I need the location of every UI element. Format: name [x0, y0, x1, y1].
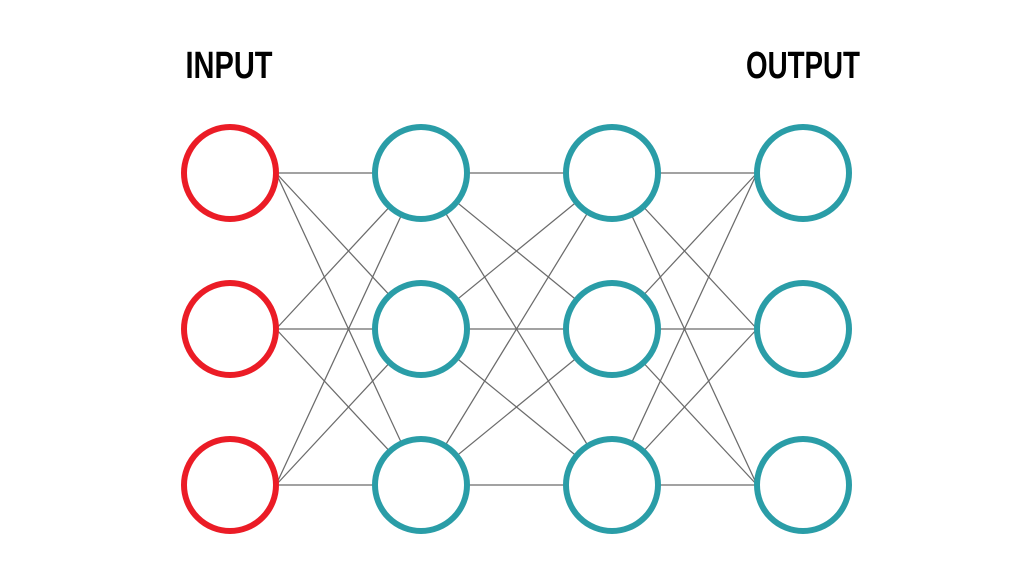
output-label: OUTPUT — [746, 45, 860, 87]
hidden-layer-2-node — [563, 280, 661, 378]
output-layer-node — [754, 124, 852, 222]
hidden-layer-1-node — [372, 124, 470, 222]
input-layer-node — [181, 280, 279, 378]
output-layer-node — [754, 436, 852, 534]
edges-group — [275, 172, 758, 486]
hidden-layer-2-node — [563, 436, 661, 534]
output-layer-node — [754, 280, 852, 378]
edge-line — [275, 172, 422, 486]
input-label: INPUT — [186, 45, 273, 87]
hidden-layer-2-node — [563, 124, 661, 222]
nodes-group — [181, 124, 852, 534]
input-layer-node — [181, 436, 279, 534]
hidden-layer-1-node — [372, 436, 470, 534]
hidden-layer-1-node — [372, 280, 470, 378]
edge-line — [611, 172, 758, 486]
input-layer-node — [181, 124, 279, 222]
edge-line — [420, 172, 613, 486]
